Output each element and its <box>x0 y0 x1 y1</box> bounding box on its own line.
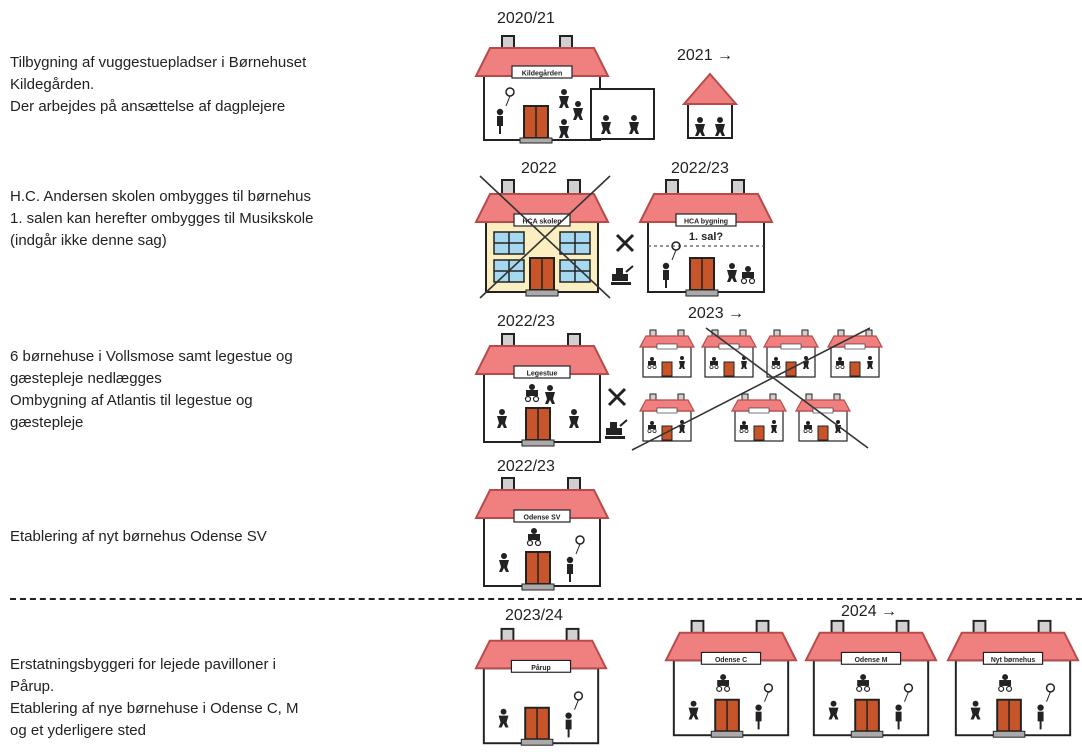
small-house-icon <box>826 329 884 380</box>
child-icon <box>545 385 555 404</box>
house-rows-4-houses-2-sign: Odense M <box>802 619 940 744</box>
floor-label: 1. sal? <box>689 231 724 243</box>
excavator-icon <box>604 418 630 445</box>
house-sign-text: Nyt børnehus <box>991 657 1035 664</box>
child-icon <box>559 89 569 108</box>
child-icon <box>569 409 579 428</box>
row4-description: Etablering af nyt børnehus Odense SV <box>10 526 267 548</box>
balloon-child-icon <box>895 683 914 730</box>
house-sign-text: HCA bygning <box>684 219 728 226</box>
child-icon <box>573 101 583 120</box>
balloon-child-icon <box>662 241 681 288</box>
dashed-divider <box>10 598 1082 600</box>
small-house-icon <box>638 329 696 380</box>
child-icon <box>498 708 509 728</box>
row5-year-2: 2024 → <box>841 603 898 620</box>
house-kildegaarden: Kildegården <box>472 35 612 146</box>
house-extension <box>590 88 656 142</box>
balloon-child-icon <box>1037 683 1056 730</box>
toddler-icon <box>716 674 731 692</box>
child-icon <box>970 700 981 720</box>
row4-desc-line1: Etablering af nyt børnehus Odense SV <box>10 528 267 545</box>
row5-desc-line4: og et yderligere sted <box>10 722 146 739</box>
row1-year-1: 2020/21 <box>497 10 555 27</box>
balloon-child-icon <box>496 87 515 134</box>
house-sign-text: Odense C <box>715 657 747 664</box>
excavator-icon <box>610 264 636 291</box>
child-icon <box>695 117 705 136</box>
balloon-child-icon <box>565 691 584 738</box>
row2-description: H.C. Andersen skolen ombygges til børneh… <box>10 186 313 252</box>
house-sign-text: Odense SV <box>524 515 561 522</box>
small-house-icon <box>700 329 758 380</box>
chimney-icon <box>731 179 745 195</box>
child-icon <box>499 553 509 572</box>
house-sign <box>511 65 573 79</box>
child-icon <box>688 700 699 720</box>
row5-desc-line3: Etablering af nye børnehuse i Odense C, … <box>10 700 299 717</box>
tools-icon <box>614 232 636 259</box>
row2-year-1: 2022 <box>521 160 557 177</box>
row1-desc-line1: Tilbygning af vuggestuepladser i Børnehu… <box>10 54 307 71</box>
child-icon <box>727 263 737 282</box>
child-icon <box>629 115 639 134</box>
tools-icon <box>606 386 628 413</box>
child-icon <box>715 117 725 136</box>
child-icon <box>559 119 569 138</box>
small-house-icon <box>794 393 852 444</box>
toddler-icon <box>998 674 1013 692</box>
row2-desc-line2: 1. salen kan herefter ombygges til Musik… <box>10 210 314 227</box>
house-sign-text: Legestue <box>527 371 558 378</box>
house-sign-text: Odense M <box>855 657 888 664</box>
house-sign-text: HCA skolen <box>522 219 561 226</box>
small-house-icon <box>638 393 696 444</box>
row4-year-1: 2022/23 <box>497 458 555 475</box>
row3-desc-line2: gæstepleje nedlægges <box>10 370 162 387</box>
house-legestue: Legestue <box>472 333 612 450</box>
house-rows-4-houses-0-sign: Pårup <box>472 627 610 752</box>
child-icon <box>828 700 839 720</box>
row5-desc-line1: Erstatningsbyggeri for lejede pavilloner… <box>10 656 276 673</box>
house-hca-bygning: HCA bygning 1. sal? <box>636 179 776 300</box>
roof <box>474 47 610 77</box>
row1-year-2: 2021 → <box>677 47 734 64</box>
row3-desc-line1: 6 børnehuse i Vollsmose samt legestue og <box>10 348 293 365</box>
house-sign-text: Kildegården <box>522 70 562 78</box>
row1-desc-line2: Kildegården. <box>10 76 95 93</box>
row3-desc-line4: gæstepleje <box>10 414 84 431</box>
house-hca-skolen: HCA skolen <box>472 179 612 300</box>
toddler-icon <box>740 266 756 285</box>
house-small-dagpleje <box>680 72 740 140</box>
row2-year-2: 2022/23 <box>671 160 729 177</box>
row5-description: Erstatningsbyggeri for lejede pavilloner… <box>10 654 299 742</box>
row3-year-1: 2022/23 <box>497 313 555 330</box>
toddler-icon <box>524 384 540 403</box>
small-house-icon <box>730 393 788 444</box>
row3-year-2: 2023 → <box>688 305 745 322</box>
row5-year-1: 2023/24 <box>505 607 563 624</box>
toddler-icon <box>526 528 542 547</box>
small-house-icon <box>762 329 820 380</box>
toddler-icon <box>856 674 871 692</box>
row2-desc-line1: H.C. Andersen skolen ombygges til børneh… <box>10 188 311 205</box>
house-sign-text: Pårup <box>531 664 550 672</box>
row2-desc-line3: (indgår ikke denne sag) <box>10 232 167 249</box>
chimney-icon <box>501 179 515 195</box>
house-odense-sv: Odense SV <box>472 477 612 594</box>
row1-description: Tilbygning af vuggestuepladser i Børnehu… <box>10 52 306 118</box>
chimney-icon <box>567 179 581 195</box>
house-rows-4-houses-1-sign: Odense C <box>662 619 800 744</box>
balloon-child-icon <box>566 535 585 582</box>
row3-description: 6 børnehuse i Vollsmose samt legestue og… <box>10 346 293 434</box>
child-icon <box>601 115 611 134</box>
row5-desc-line2: Pårup. <box>10 678 55 695</box>
house-rows-4-houses-3-sign: Nyt børnehus <box>944 619 1082 744</box>
chimney-icon <box>665 179 679 195</box>
row3-desc-line3: Ombygning af Atlantis til legestue og <box>10 392 253 409</box>
balloon-child-icon <box>755 683 774 730</box>
child-icon <box>497 409 507 428</box>
row1-desc-line3: Der arbejdes på ansættelse af dagplejere <box>10 98 286 115</box>
